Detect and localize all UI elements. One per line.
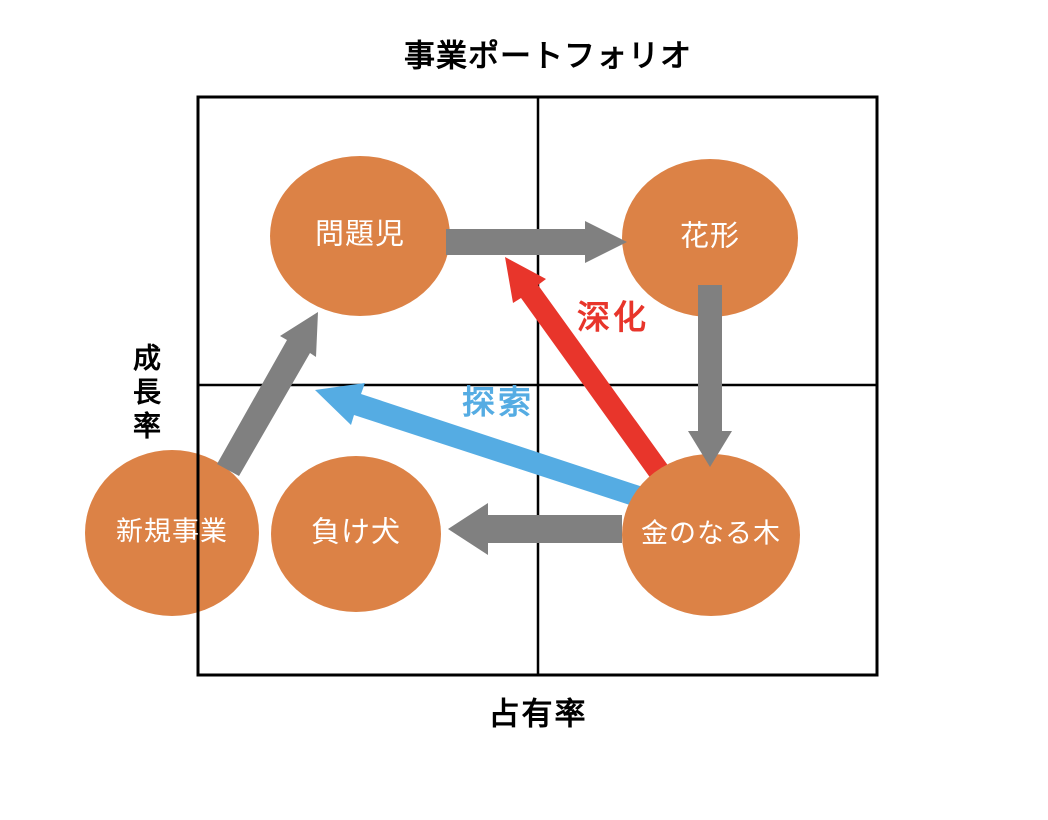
node-label-new-business: 新規事業: [116, 516, 228, 547]
node-new-business: [85, 450, 259, 616]
diagram-title: 事業ポートフォリオ: [404, 38, 692, 74]
x-axis-label: 占有率: [488, 696, 588, 732]
exploration-arrow: [315, 383, 652, 510]
node-label-cash-cow: 金のなる木: [641, 518, 781, 549]
node-dog: [271, 456, 441, 612]
y-axis-label: 成長率: [130, 343, 161, 445]
arrow-new-business-to-problem-child: [217, 312, 318, 476]
node-label-dog: 負け犬: [310, 516, 402, 549]
deepening-label: 深化: [577, 298, 649, 336]
arrow-cash-cow-to-dog: [448, 503, 622, 555]
arrow-problem-child-to-star: [446, 221, 627, 263]
node-star: [622, 159, 798, 317]
exploration-label: 探索: [462, 383, 534, 421]
deepening-arrow: [505, 257, 677, 490]
node-cash-cow: [622, 454, 800, 616]
node-problem-child: [270, 156, 450, 316]
arrow-star-to-cash-cow: [688, 285, 732, 467]
node-label-problem-child: 問題児: [314, 218, 406, 251]
node-label-star: 花形: [679, 220, 741, 253]
